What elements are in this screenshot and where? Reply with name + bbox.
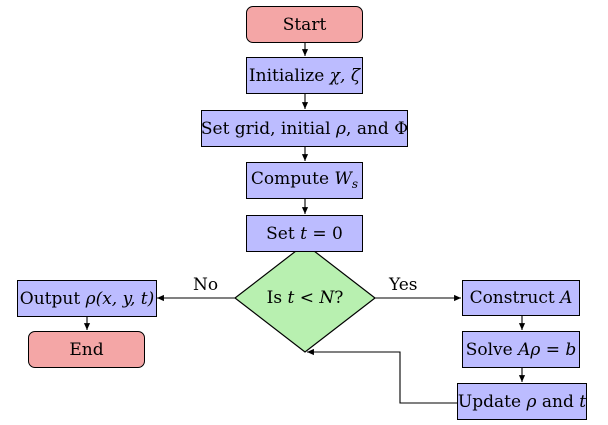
yes-label: Yes	[389, 275, 418, 295]
no-label: No	[193, 275, 219, 295]
decision-diamond	[234, 243, 376, 353]
output-node: Output ρ(x, y, t)	[17, 280, 157, 317]
construct-label: Construct A	[469, 288, 573, 308]
set-t-label: Set t = 0	[266, 223, 343, 244]
output-label: Output ρ(x, y, t)	[19, 288, 155, 309]
update-label: Update ρ and t	[457, 391, 587, 412]
set-grid-label: Set grid, initial ρ, and Φ	[200, 118, 409, 139]
start-node: Start	[246, 6, 363, 43]
compute-node: Compute Ws	[246, 162, 363, 199]
construct-node: Construct A	[462, 280, 580, 316]
initialize-label: Initialize χ, ζ	[248, 65, 361, 86]
solve-node: Solve Aρ = b	[462, 331, 580, 368]
start-label: Start	[282, 14, 327, 35]
initialize-node: Initialize χ, ζ	[246, 57, 363, 94]
update-node: Update ρ and t	[457, 383, 587, 420]
set-t-node: Set t = 0	[246, 215, 363, 252]
arrow-loop-back	[307, 348, 457, 404]
end-label: End	[69, 339, 104, 360]
decision-label: Is t < N?	[266, 288, 344, 308]
set-grid-node: Set grid, initial ρ, and Φ	[201, 110, 408, 147]
end-node: End	[28, 331, 145, 368]
solve-label: Solve Aρ = b	[465, 339, 577, 360]
compute-label: Compute Ws	[250, 168, 359, 192]
